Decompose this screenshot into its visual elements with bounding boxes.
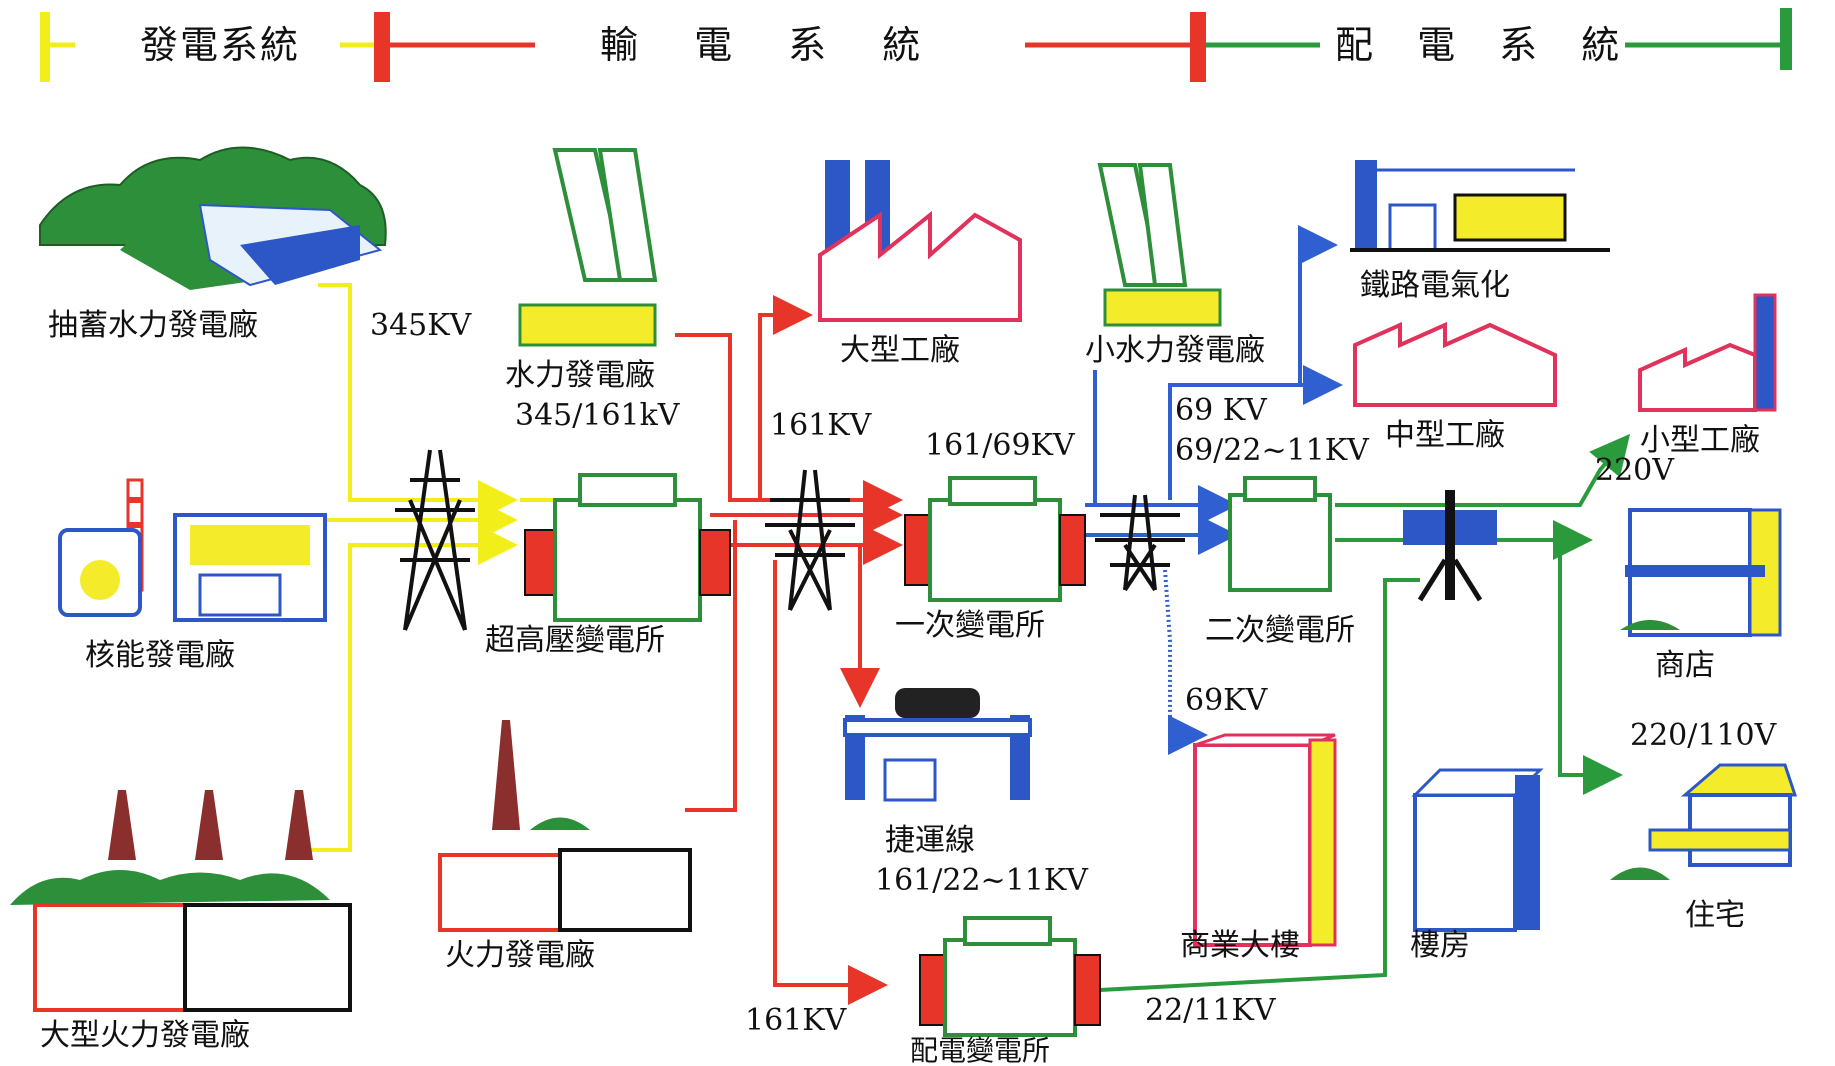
label-medium-factory: 中型工廠: [1385, 418, 1505, 453]
small-hydro-plant: 小水力發電廠: [1085, 163, 1265, 368]
label-mrt-voltage: 161/22~11KV: [875, 863, 1089, 898]
voltage-labels: 345KV 161KV 161KV 69 KV 69/22~11KV 69KV …: [370, 308, 1778, 1038]
label-pumped-hydro: 抽蓄水力發電廠: [48, 308, 258, 343]
medium-factory: 中型工廠: [1353, 321, 1557, 453]
generation-start-marker: [40, 12, 50, 82]
voltage-345kv: 345KV: [370, 308, 473, 343]
railway-electrification: 鐵路電氣化: [1350, 160, 1610, 303]
pumped-hydro-plant: 抽蓄水力發電廠: [39, 146, 387, 343]
label-large-factory: 大型工廠: [840, 333, 960, 368]
voltage-69kv-lower: 69KV: [1185, 683, 1269, 718]
shop: 商店: [1620, 508, 1782, 683]
subtransmission-lines: [1085, 225, 1343, 755]
label-residence: 住宅: [1685, 898, 1745, 933]
label-secondary-substation: 二次變電所: [1205, 613, 1355, 648]
reactor-sun-icon: [80, 560, 120, 600]
label-primary-substation: 一次變電所: [895, 608, 1045, 643]
label-small-hydro: 小水力發電廠: [1085, 333, 1265, 368]
legend-distribution: 配 電 系 統: [1335, 23, 1621, 67]
label-ehv-substation: 超高壓變電所: [485, 623, 665, 658]
transmission-tower-3: [1095, 494, 1185, 592]
legend-bar: 發電系統 輸 電 系 統 配 電 系 統: [40, 8, 1792, 82]
thermal-plant: 火力發電廠: [438, 720, 692, 973]
hydro-plant: 水力發電廠 345/161kV: [505, 148, 681, 433]
label-railway: 鐵路電氣化: [1360, 268, 1510, 303]
mrt-line: 捷運線 161/22~11KV: [843, 688, 1089, 898]
distribution-substation: 配電變電所: [910, 916, 1101, 1066]
nuclear-plant: 核能發電廠: [58, 478, 327, 673]
voltage-69-22-11kv: 69/22~11KV: [1175, 433, 1370, 468]
voltage-220v: 220V: [1595, 453, 1675, 488]
primary-substation: 161/69KV 一次變電所: [895, 428, 1086, 643]
distribution-lines: [1099, 433, 1631, 992]
legend-generation: 發電系統: [140, 23, 300, 67]
label-large-thermal: 大型火力發電廠: [40, 1018, 250, 1053]
label-apartment: 樓房: [1410, 928, 1470, 963]
voltage-22-11kv: 22/11KV: [1145, 993, 1277, 1028]
apartment: 樓房: [1410, 768, 1544, 963]
label-primary-voltage: 161/69KV: [925, 428, 1076, 463]
voltage-69kv: 69 KV: [1175, 393, 1268, 428]
label-thermal: 火力發電廠: [445, 938, 595, 973]
ehv-substation: 超高壓變電所: [485, 473, 731, 658]
label-commercial-building: 商業大樓: [1180, 928, 1300, 963]
generation-transmission-marker: [374, 12, 390, 82]
transmission-lines: [675, 295, 903, 1005]
voltage-161kv-top: 161KV: [770, 408, 873, 443]
label-hydro: 水力發電廠: [505, 358, 655, 393]
label-shop: 商店: [1655, 648, 1715, 683]
large-factory: 大型工廠: [818, 160, 1022, 368]
transmission-distribution-marker: [1190, 12, 1206, 82]
commercial-building: 商業大樓: [1180, 733, 1337, 963]
label-mrt: 捷運線: [885, 823, 975, 858]
label-nuclear: 核能發電廠: [85, 638, 235, 673]
label-distribution-substation: 配電變電所: [910, 1034, 1050, 1066]
transmission-tower-2: [765, 469, 855, 611]
legend-transmission: 輸 電 系 統: [600, 23, 922, 67]
secondary-substation: 二次變電所: [1205, 476, 1355, 648]
small-factory: 小型工廠: [1638, 293, 1777, 458]
distribution-end-marker: [1780, 8, 1792, 70]
large-thermal-plant: 大型火力發電廠: [10, 790, 352, 1053]
label-small-factory: 小型工廠: [1640, 423, 1760, 458]
voltage-161kv-bottom: 161KV: [745, 1003, 848, 1038]
label-hydro-voltage: 345/161kV: [515, 398, 681, 433]
transmission-tower-1: [395, 449, 475, 631]
voltage-220-110v: 220/110V: [1630, 718, 1778, 753]
residence: 住宅: [1610, 763, 1798, 933]
utility-pole: [1403, 490, 1497, 602]
